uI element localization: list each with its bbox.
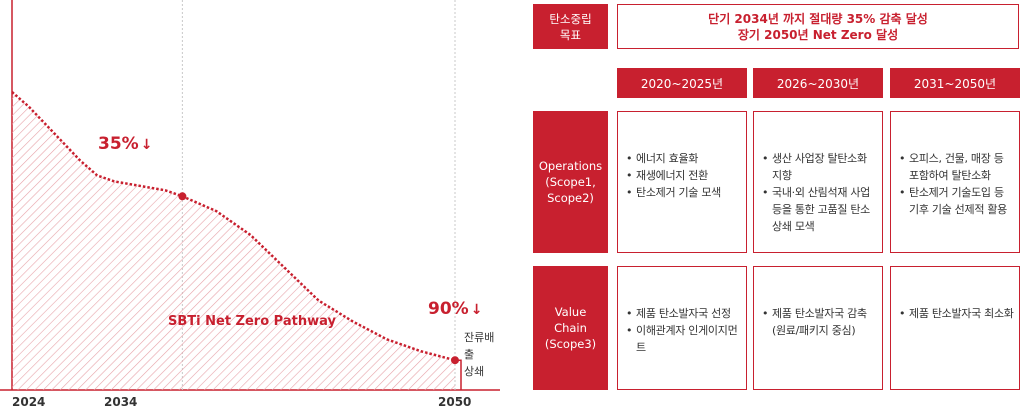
residual-bracket [455, 359, 462, 390]
down-arrow-icon: ↓ [140, 137, 153, 153]
goal-long-term: 장기 2050년 Net Zero 달성 [737, 27, 899, 42]
residual-emission-label: 잔류배출 상쇄 [464, 329, 504, 380]
cell-operations-2026: 생산 사업장 탈탄소화 지향 국내·외 산림석재 사업 등을 통한 고품질 탄소… [753, 111, 883, 253]
x-tick-label: 2050 [438, 395, 472, 409]
residual-line: 잔류배출 [464, 331, 495, 361]
period-header-1: 2020~2025년 [617, 68, 747, 98]
row-header-operations: Operations (Scope1, Scope2) [533, 111, 608, 253]
period-header-3: 2031~2050년 [890, 68, 1020, 98]
header-line: 목표 [559, 27, 582, 42]
row-header-value-chain: Value Chain (Scope3) [533, 266, 608, 390]
cell-operations-2020: 에너지 효율화 재생에너지 전환 탄소제거 기술 모색 [617, 111, 747, 253]
cell-value-chain-2031: 제품 탄소발자국 최소화 [890, 266, 1020, 390]
list-item: 탄소제거 기술 모색 [626, 184, 721, 201]
header-line: Operations [538, 159, 603, 173]
cell-operations-2031: 오피스, 건물, 매장 등 포함하여 탈탄소화 탄소제거 기술도입 등 기후 기… [890, 111, 1020, 253]
series-label: SBTi Net Zero Pathway [168, 314, 336, 329]
goal-header: 탄소중립 목표 [533, 4, 608, 49]
list-item: 이해관계자 인게이지먼트 [626, 322, 742, 356]
pathway-line [11, 91, 456, 362]
header-line: Scope2) [547, 191, 594, 205]
milestone-2034: 35%↓ [98, 134, 152, 154]
goal-text-box: 단기 2034년 까지 절대량 35% 감축 달성 장기 2050년 Net Z… [617, 4, 1019, 49]
list-item: 제품 탄소발자국 감축 (원료/패키지 중심) [762, 305, 878, 339]
milestone-value: 35% [98, 134, 139, 154]
header-line: (Scope1, [545, 175, 596, 189]
list-item: 오피스, 건물, 매장 등 포함하여 탈탄소화 [899, 150, 1015, 184]
pathway-area [12, 92, 455, 390]
list-item: 국내·외 산림석재 사업 등을 통한 고품질 탄소 상쇄 모색 [762, 184, 878, 235]
goal-short-term: 단기 2034년 까지 절대량 35% 감축 달성 [708, 11, 928, 26]
residual-line: 상쇄 [464, 365, 485, 378]
milestone-2050: 90%↓ [428, 299, 482, 319]
x-tick-label: 2034 [104, 395, 138, 409]
header-line: Chain [554, 321, 587, 335]
header-line: Value [554, 305, 587, 319]
header-line: (Scope3) [544, 337, 597, 351]
list-item: 재생에너지 전환 [626, 167, 721, 184]
milestone-value: 90% [428, 299, 469, 319]
period-header-2: 2026~2030년 [753, 68, 883, 98]
net-zero-pathway-chart: 2024 2034 2050 35%↓ 90%↓ SBTi Net Zero P… [0, 0, 500, 420]
chart-canvas [0, 0, 500, 391]
list-item: 탄소제거 기술도입 등 기후 기술 선제적 활용 [899, 184, 1015, 218]
x-tick-label: 2024 [12, 395, 46, 409]
header-line: 탄소중립 [549, 11, 592, 26]
list-item: 생산 사업장 탈탄소화 지향 [762, 150, 878, 184]
list-item: 제품 탄소발자국 최소화 [899, 305, 1014, 322]
milestone-point [178, 192, 187, 201]
list-item: 제품 탄소발자국 선정 [626, 305, 742, 322]
cell-value-chain-2020: 제품 탄소발자국 선정 이해관계자 인게이지먼트 [617, 266, 747, 390]
milestone-point [451, 356, 459, 365]
down-arrow-icon: ↓ [470, 302, 483, 318]
cell-value-chain-2026: 제품 탄소발자국 감축 (원료/패키지 중심) [753, 266, 883, 390]
list-item: 에너지 효율화 [626, 150, 721, 167]
